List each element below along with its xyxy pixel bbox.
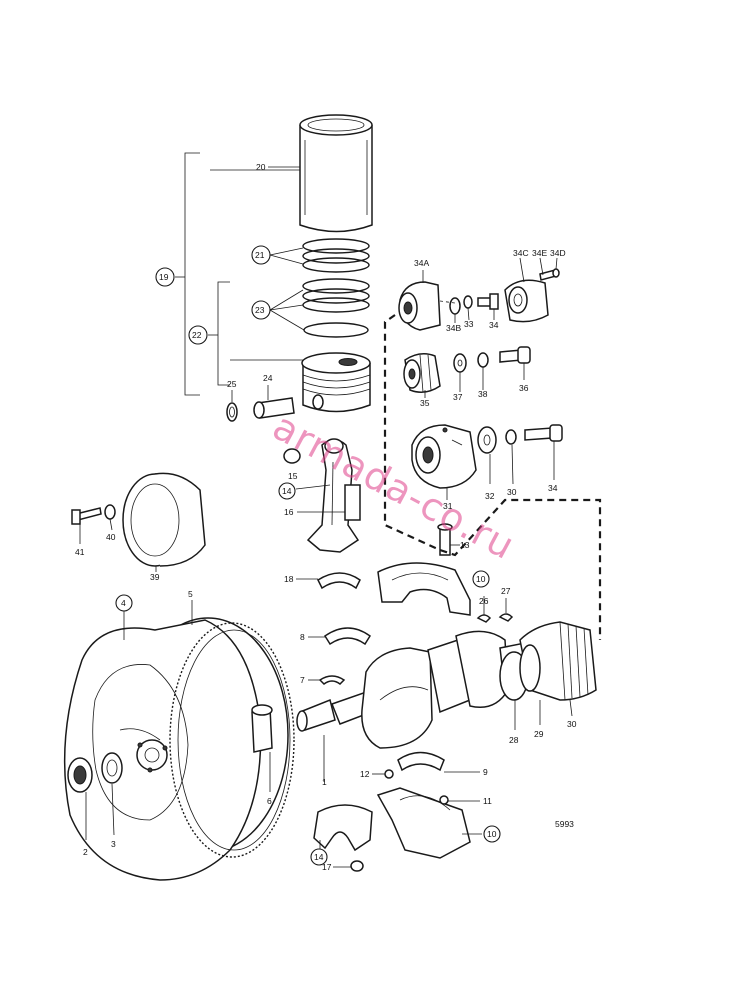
thrust-half-7 <box>308 675 346 685</box>
callout-14-lower: 14 <box>314 852 324 862</box>
callout-37: 37 <box>453 392 463 402</box>
thrust-washers <box>476 613 514 623</box>
callout-5: 5 <box>188 589 193 599</box>
callout-38: 38 <box>478 389 488 399</box>
pump-housing <box>398 270 441 331</box>
callout-34A: 34A <box>414 258 429 268</box>
pulley-washer <box>104 504 116 531</box>
bolt-34b <box>524 424 563 480</box>
callout-30-upper: 30 <box>507 487 517 497</box>
rod-bolt <box>437 523 460 556</box>
ring-gear <box>169 600 295 858</box>
callout-4: 4 <box>121 598 126 608</box>
main-bearing-cap <box>377 562 471 616</box>
flywheel <box>63 605 289 881</box>
assembly-dashed-lines <box>383 300 602 640</box>
callout-15: 15 <box>288 471 298 481</box>
callout-6: 6 <box>267 796 272 806</box>
callout-12: 12 <box>360 769 370 779</box>
callout-10-upper: 10 <box>476 574 486 584</box>
flywheel-nut <box>67 757 93 840</box>
callout-40: 40 <box>106 532 116 542</box>
callout-25: 25 <box>227 379 237 389</box>
callout-22: 22 <box>192 330 202 340</box>
callout-16: 16 <box>284 507 294 517</box>
callout-1: 1 <box>322 777 327 787</box>
callout-34-upper: 34 <box>489 320 499 330</box>
callout-14-upper: 14 <box>282 486 292 496</box>
bracket-lines <box>175 152 300 396</box>
callout-36: 36 <box>519 383 529 393</box>
pilot-bushing <box>251 704 273 792</box>
piston-pin <box>226 385 295 422</box>
callout-10-lower: 10 <box>487 829 497 839</box>
callout-2: 2 <box>83 847 88 857</box>
callout-20: 20 <box>256 162 266 172</box>
callout-34-lower: 34 <box>548 483 558 493</box>
callout-30-lower: 30 <box>567 719 577 729</box>
callout-13: 13 <box>460 540 470 550</box>
callout-3: 3 <box>111 839 116 849</box>
callout-34D: 34D <box>550 248 566 258</box>
bolt-36 <box>499 346 531 380</box>
bearing-34c <box>504 279 549 323</box>
piston-rings <box>269 278 370 338</box>
callout-32: 32 <box>485 491 495 501</box>
callout-33: 33 <box>464 319 474 329</box>
small-washers-34b-33 <box>449 295 473 315</box>
callout-35: 35 <box>420 398 430 408</box>
callout-41: 41 <box>75 547 85 557</box>
bearing-shell-18 <box>296 572 361 590</box>
lower-bearing-cap <box>376 787 482 859</box>
callout-27: 27 <box>501 586 511 596</box>
callout-17: 17 <box>322 862 332 872</box>
flywheel-washer <box>101 752 123 836</box>
callout-7: 7 <box>300 675 305 685</box>
callout-29: 29 <box>534 729 544 739</box>
rod-cap-14 <box>313 804 373 872</box>
gear-carrier-31 <box>411 424 477 500</box>
connecting-rod <box>283 438 361 553</box>
pulley-bolt <box>71 507 102 544</box>
callout-28: 28 <box>509 735 519 745</box>
crankshaft-pulley <box>122 472 206 572</box>
callout-18: 18 <box>284 574 294 584</box>
leader-lines <box>424 257 558 615</box>
callout-19: 19 <box>159 272 169 282</box>
crankshaft-gear <box>514 621 597 730</box>
callout-34B: 34B <box>446 323 461 333</box>
callout-24: 24 <box>263 373 273 383</box>
washers-37-38 <box>453 352 489 373</box>
callout-8: 8 <box>300 632 305 642</box>
lower-bearing-shell-9 <box>397 751 480 773</box>
callout-23: 23 <box>255 305 265 315</box>
callout-34C: 34C <box>513 248 529 258</box>
nut-12 <box>372 769 394 779</box>
main-bearing-shell-8 <box>308 627 372 646</box>
callout-31: 31 <box>443 501 453 511</box>
callout-11: 11 <box>483 796 492 806</box>
crankshaft <box>296 630 546 782</box>
cylinder-liner <box>268 114 373 233</box>
bolt-34 <box>477 293 499 310</box>
callout-34E: 34E <box>532 248 547 258</box>
idler-gear-35 <box>403 353 441 393</box>
figure-number: 5993 <box>555 819 574 829</box>
piston <box>230 352 371 413</box>
callout-21: 21 <box>255 250 265 260</box>
callout-9: 9 <box>483 767 488 777</box>
callout-labels: 1 2 3 4 5 6 7 8 9 10 10 11 12 13 14 14 1… <box>75 162 577 872</box>
callout-39: 39 <box>150 572 160 582</box>
washers-32-30 <box>477 426 517 485</box>
compression-rings <box>269 238 370 273</box>
